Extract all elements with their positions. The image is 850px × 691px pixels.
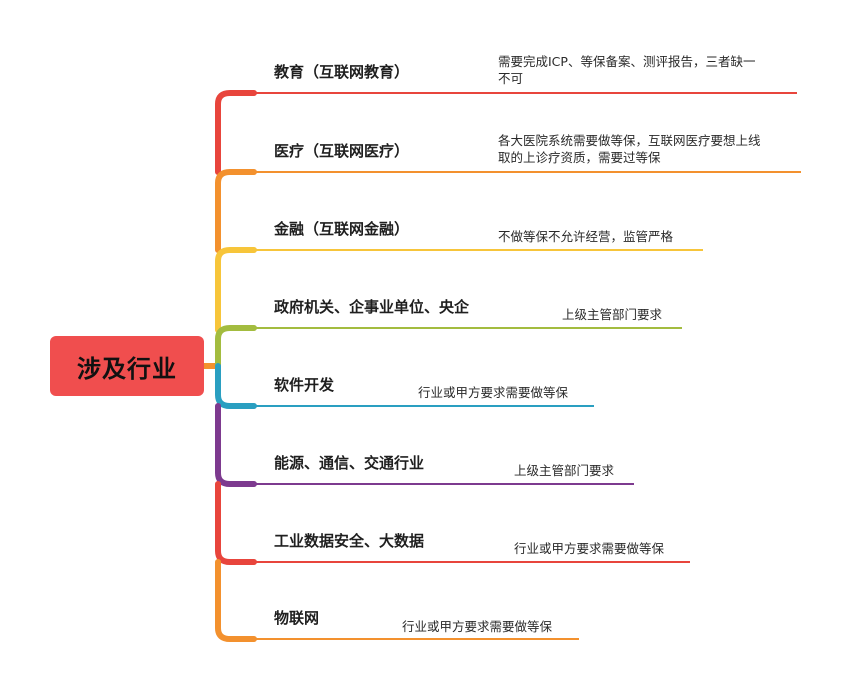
note-line: 上级主管部门要求 [514,463,615,478]
trunk-segment-4 [215,325,257,369]
branch-label-education[interactable]: 教育（互联网教育） [274,63,410,81]
trunk-segment-7 [215,481,257,565]
note-line: 行业或甲方要求需要做等保 [418,385,569,400]
trunk-segment-3 [215,247,257,333]
branch-note-government: 上级主管部门要求 [562,306,662,323]
trunk-segment-1 [215,90,257,175]
branch-label-industrial-data[interactable]: 工业数据安全、大数据 [274,532,425,550]
branch-note-software: 行业或甲方要求需要做等保 [418,384,568,401]
branch-note-medical: 各大医院系统需要做等保，互联网医疗要想上线 取的上诊疗资质，需要过等保 [498,132,761,166]
trunk-segment-6 [215,403,257,487]
branch-note-education: 需要完成ICP、等保备案、测评报告，三者缺一 不可 [498,53,755,87]
branch-note-finance: 不做等保不允许经营，监管严格 [498,228,673,245]
note-line: 需要完成ICP、等保备案、测评报告，三者缺一 [498,54,756,69]
root-label: 涉及行业 [77,354,177,383]
branch-note-iot: 行业或甲方要求需要做等保 [402,618,552,635]
branch-label-government[interactable]: 政府机关、企事业单位、央企 [274,298,470,316]
note-line: 行业或甲方要求需要做等保 [402,619,553,634]
note-line: 行业或甲方要求需要做等保 [514,541,665,556]
root-node[interactable]: 涉及行业 [50,336,204,396]
note-line: 不做等保不允许经营，监管严格 [498,229,674,244]
branch-label-iot[interactable]: 物联网 [274,609,320,627]
branch-note-energy: 上级主管部门要求 [514,462,614,479]
branch-label-energy[interactable]: 能源、通信、交通行业 [274,454,425,472]
note-line: 各大医院系统需要做等保，互联网医疗要想上线 [498,133,761,148]
trunk-segment-8 [215,559,257,642]
branch-label-finance[interactable]: 金融（互联网金融） [274,220,410,238]
branch-label-software[interactable]: 软件开发 [274,376,335,394]
branch-note-industrial-data: 行业或甲方要求需要做等保 [514,540,664,557]
note-line: 不可 [498,71,524,86]
branch-label-medical[interactable]: 医疗（互联网医疗） [274,142,410,160]
trunk-segment-5 [215,363,257,409]
trunk-segment-2 [215,169,257,253]
note-line: 取的上诊疗资质，需要过等保 [498,150,661,165]
note-line: 上级主管部门要求 [562,307,663,322]
